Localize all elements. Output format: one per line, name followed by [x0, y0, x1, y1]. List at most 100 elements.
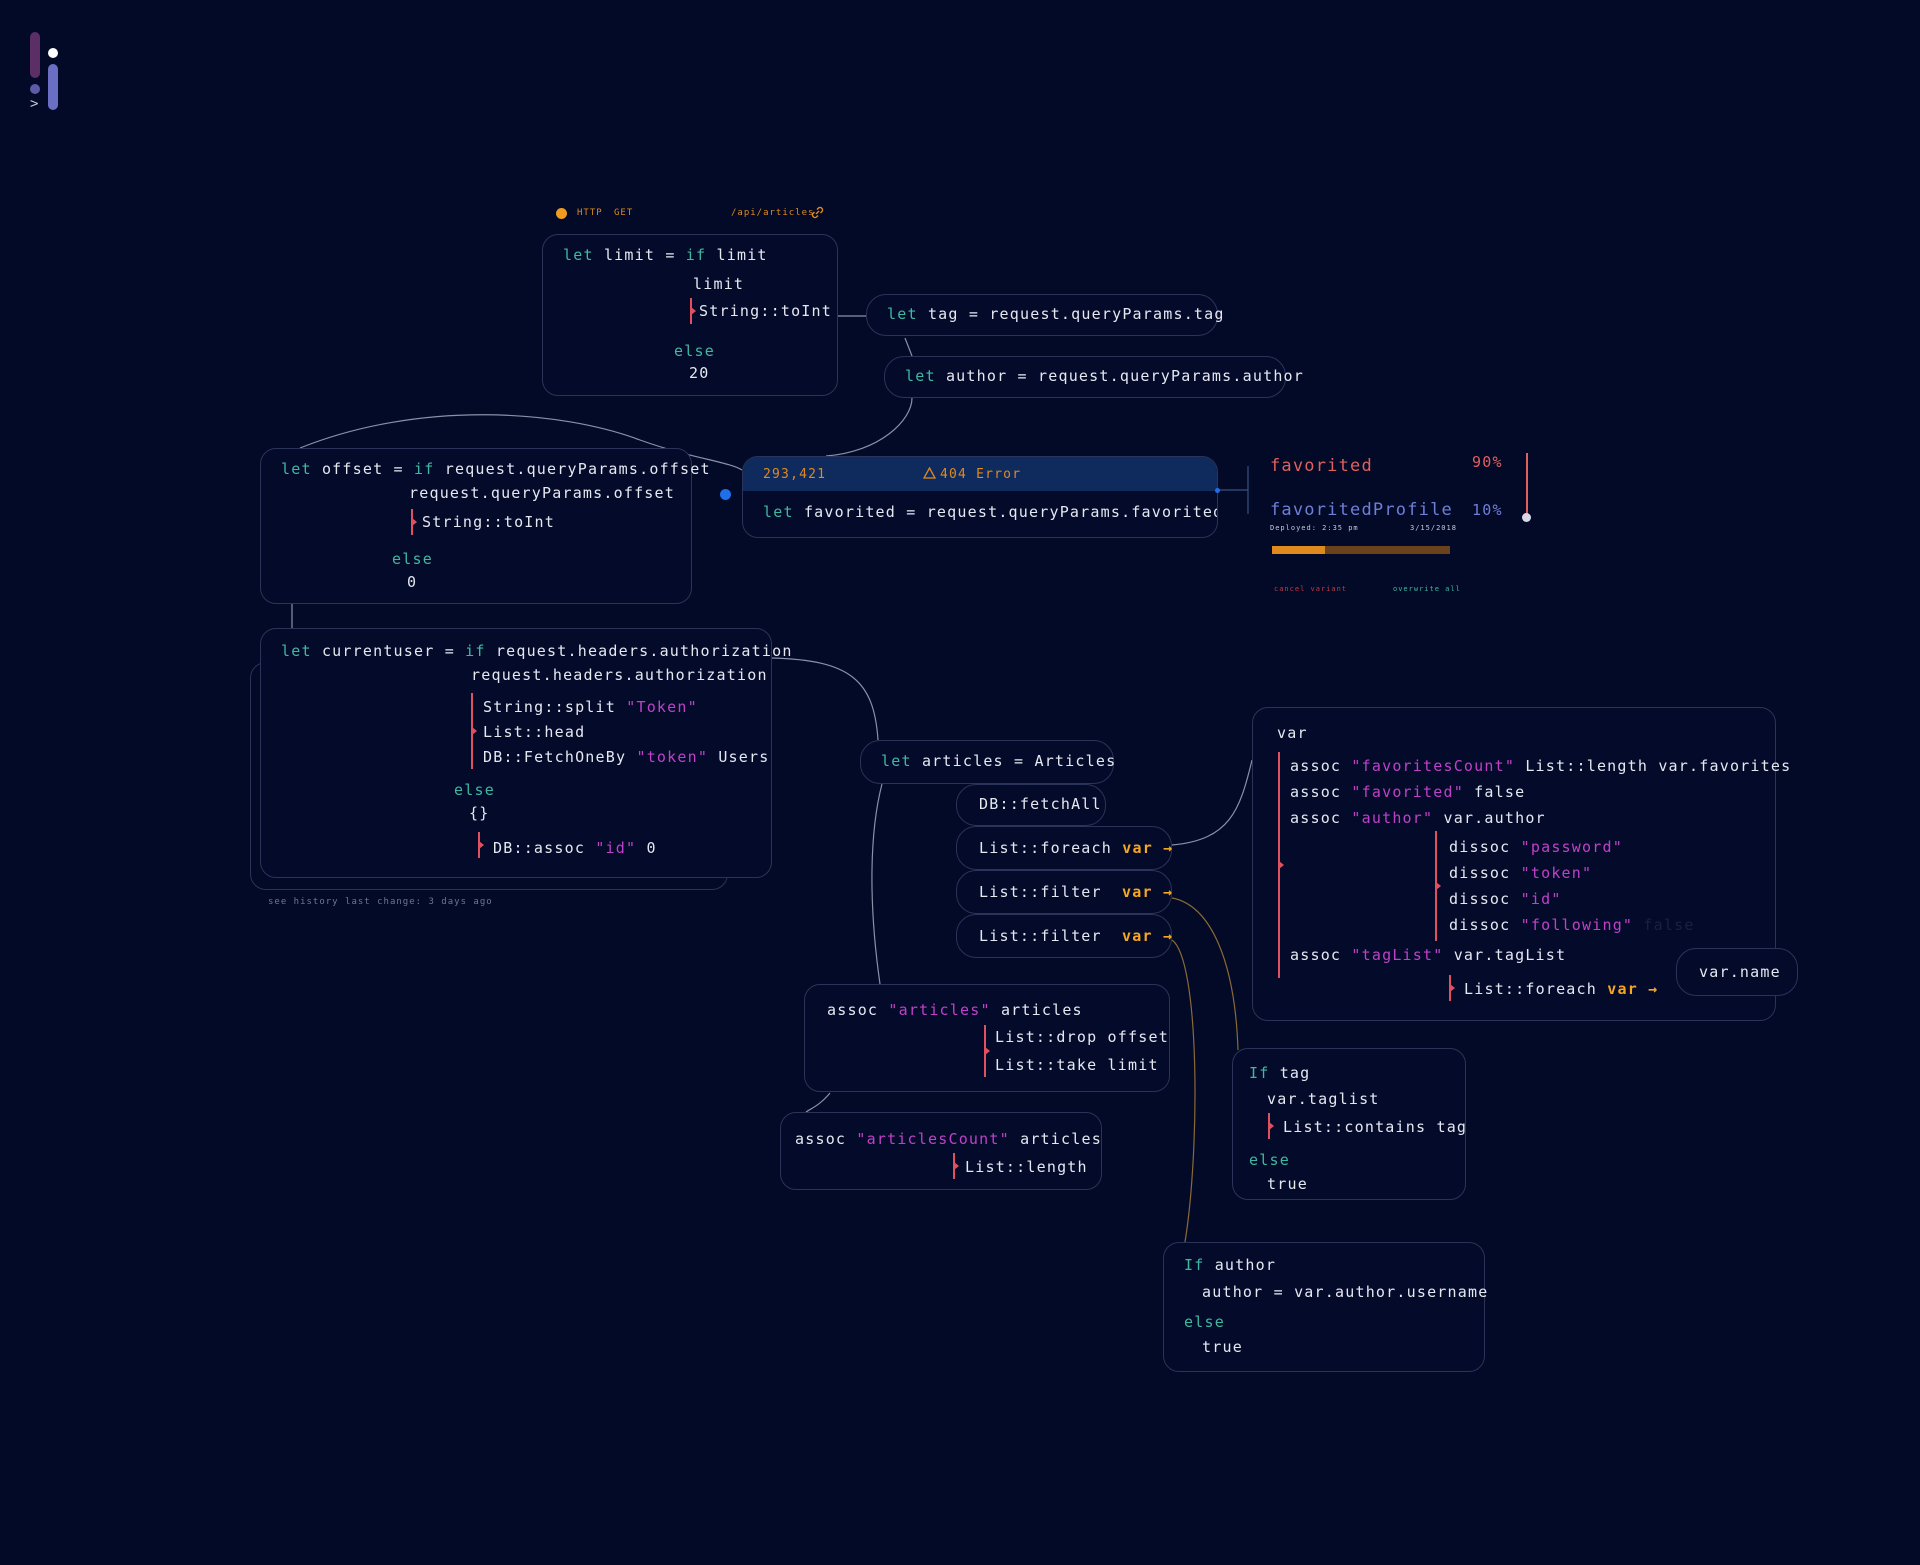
keyword-else: else [1249, 1151, 1290, 1169]
variant-slider-knob[interactable] [1522, 513, 1531, 522]
string-taglist: "tagList" [1351, 946, 1444, 964]
variant-b-name[interactable]: favoritedProfile [1270, 500, 1453, 520]
assoc-count-block[interactable]: assoc "articlesCount" articles List::len… [780, 1112, 1102, 1190]
dissoc-keyword: dissoc [1449, 864, 1511, 882]
arrow-right-icon[interactable]: → [1152, 927, 1174, 945]
string-favoritescount: "favoritesCount" [1351, 757, 1516, 775]
overwrite-all-button[interactable]: overwrite all [1393, 585, 1461, 593]
articles-binding[interactable]: let articles = Articles [860, 740, 1115, 784]
pipe-contains-tag: List::contains tag [1283, 1118, 1468, 1136]
else-value: true [1267, 1175, 1308, 1193]
filter-label: List::filter [979, 927, 1102, 945]
pipe-marker [1435, 831, 1441, 941]
warning-icon [923, 467, 936, 479]
wire-assoc-count [805, 1092, 831, 1113]
pipe-marker [984, 1025, 990, 1077]
keyword-let: let [887, 305, 918, 323]
assoc-keyword: assoc [1290, 809, 1342, 827]
offset-default: 0 [407, 573, 418, 591]
keyword-else: else [674, 342, 715, 360]
http-method-label: HTTP [577, 208, 603, 218]
pipe-marker [1449, 975, 1455, 1001]
app-logo[interactable]: > [28, 30, 62, 114]
favorited-hit-count: 293,421 [763, 467, 827, 482]
limit-default: 20 [689, 364, 710, 382]
favorited-out-handle[interactable] [1215, 488, 1220, 493]
assoc-keyword: assoc [1290, 757, 1342, 775]
var-arrow-label[interactable]: var [1122, 883, 1153, 901]
arrow-right-icon[interactable]: → [1637, 980, 1659, 998]
dissoc-keyword: dissoc [1449, 838, 1511, 856]
currentuser-condition: request.headers.authorization [495, 642, 793, 660]
pipe-marker [1278, 752, 1284, 978]
var-head: var [1277, 724, 1308, 742]
keyword-if: if [414, 460, 435, 478]
http-route[interactable]: /api/articles [731, 208, 815, 218]
foreach-label: List::foreach [979, 839, 1112, 857]
taglist-value: var.tagList [1453, 946, 1567, 964]
arrow-right-icon[interactable]: → [1152, 883, 1174, 901]
keyword-else: else [1184, 1313, 1225, 1331]
favorites-length: List::length var.favorites [1525, 757, 1792, 775]
variant-slider-track[interactable] [1526, 453, 1528, 515]
var-name-label: var.name [1699, 963, 1781, 981]
pipe-db-assoc: DB::assoc [493, 839, 586, 857]
http-status-dot [556, 208, 567, 219]
tag-binding[interactable]: let tag = request.queryParams.tag [866, 294, 1223, 336]
variant-a-percent: 90% [1472, 453, 1503, 471]
assoc-articles-block[interactable]: assoc "articles" articles List::drop off… [804, 984, 1170, 1092]
pipeline-fetchall[interactable]: DB::fetchAll [956, 784, 1106, 826]
keyword-let: let [281, 460, 312, 478]
currentuser-assign: currentuser = [321, 642, 455, 660]
favorited-handle[interactable] [720, 489, 731, 500]
pipeline-filter-tag[interactable]: List::filter var → [956, 870, 1172, 914]
var-arrow-label[interactable]: var [1122, 927, 1153, 945]
currentuser-block[interactable]: let currentuser = if request.headers.aut… [260, 628, 791, 878]
nested-foreach: List::foreach [1464, 980, 1597, 998]
keyword-else: else [454, 781, 495, 799]
http-verb: GET [614, 208, 634, 218]
offset-block[interactable]: let offset = if request.queryParams.offs… [260, 448, 710, 604]
variant-a-name[interactable]: favorited [1270, 456, 1373, 476]
pipeline-filter-author[interactable]: List::filter var → [956, 914, 1172, 958]
if-condition: tag [1279, 1064, 1311, 1082]
favorited-value: false [1474, 783, 1526, 801]
favorited-block[interactable]: 293,421 404 Error let favorited = reques… [742, 456, 1218, 538]
filter-tag-block[interactable]: If tag var.taglist List::contains tag el… [1232, 1048, 1466, 1200]
else-value: true [1202, 1338, 1243, 1356]
currentuser-then: request.headers.authorization [471, 666, 768, 684]
variant-b-percent: 10% [1472, 501, 1503, 519]
author-value: var.author [1443, 809, 1546, 827]
wire-foreach-var [1171, 759, 1253, 846]
pipe-marker [471, 693, 477, 769]
author-binding[interactable]: let author = request.queryParams.author [884, 356, 1303, 398]
rollout-progress-fill [1272, 546, 1326, 554]
var-arrow-label[interactable]: var [1122, 839, 1153, 857]
wire-articles-assoc [871, 783, 883, 985]
favorited-error[interactable]: 404 Error [940, 467, 1022, 482]
cancel-variant-button[interactable]: cancel variant [1274, 585, 1348, 593]
limit-block[interactable]: let limit = if limit limit String::toInt… [542, 234, 838, 396]
tag-expression: tag = request.queryParams.tag [927, 305, 1225, 323]
pipeline-foreach[interactable]: List::foreach var → [956, 826, 1172, 870]
pipe-drop-offset: List::drop offset [995, 1028, 1169, 1046]
if-condition: author [1214, 1256, 1277, 1274]
taglist-ref: var.taglist [1267, 1090, 1380, 1108]
offset-pipe-toint: String::toInt [422, 513, 555, 531]
var-name-node[interactable]: var.name [1676, 948, 1798, 996]
link-icon[interactable] [811, 206, 824, 219]
var-arrow-label[interactable]: var [1607, 980, 1638, 998]
see-history-link[interactable]: see history [268, 897, 339, 907]
wire-offset-favorited [299, 414, 743, 471]
pipe-marker [478, 832, 484, 858]
wire-currentuser-articles [771, 657, 879, 741]
pipe-list-head: List::head [483, 723, 586, 741]
arrow-right-icon[interactable]: → [1152, 839, 1174, 857]
articles-ref: articles [1000, 1001, 1083, 1019]
assoc-keyword: assoc [1290, 783, 1342, 801]
last-change-text: last change: 3 days ago [345, 897, 493, 907]
keyword-else: else [392, 550, 433, 568]
articles-ref: articles [1020, 1130, 1102, 1148]
filter-author-block[interactable]: If author author = var.author.username e… [1163, 1242, 1487, 1372]
keyword-let: let [905, 367, 936, 385]
